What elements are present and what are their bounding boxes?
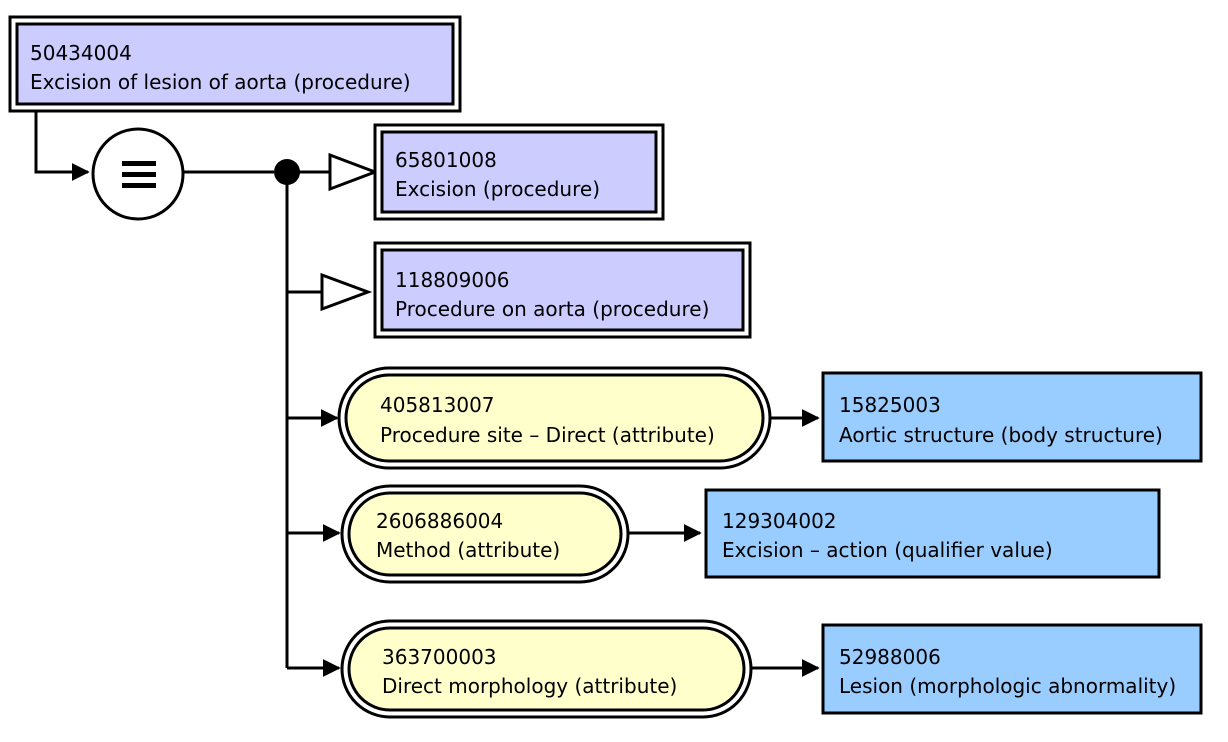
attribute-1-value-id: 15825003: [839, 393, 941, 417]
attribute-1-value-name: Aortic structure (body structure): [839, 423, 1163, 447]
focus-to-definition-arrow: [34, 108, 90, 181]
parent-concept-2-name: Procedure on aorta (procedure): [395, 297, 709, 321]
is-a-arrow-1-icon: [328, 152, 380, 192]
focus-concept[interactable]: 50434004 Excision of lesion of aorta (pr…: [8, 15, 462, 113]
focus-concept-id: 50434004: [30, 41, 132, 65]
attribute-3-value[interactable]: 52988006 Lesion (morphologic abnormality…: [821, 623, 1203, 715]
parent-concept-1-name: Excision (procedure): [395, 177, 600, 201]
attribute-2-name: Method (attribute): [376, 538, 560, 562]
attribute-3-name: Direct morphology (attribute): [382, 674, 677, 698]
attribute-3[interactable]: 363700003 Direct morphology (attribute): [340, 619, 753, 719]
parent-concept-1[interactable]: 65801008 Excision (procedure): [373, 123, 665, 221]
parent-concept-2-id: 118809006: [395, 268, 510, 292]
attribute-2[interactable]: 2606886004 Method (attribute): [340, 484, 630, 584]
attribute-1-name: Procedure site – Direct (attribute): [380, 423, 715, 447]
connectors: [34, 108, 820, 677]
attribute-2-value-name: Excision – action (qualifier value): [722, 538, 1053, 562]
definition-status-node: [91, 127, 185, 221]
focus-concept-name: Excision of lesion of aorta (procedure): [30, 70, 411, 94]
attribute-1-value[interactable]: 15825003 Aortic structure (body structur…: [821, 371, 1203, 463]
attribute-3-id: 363700003: [382, 645, 497, 669]
attribute-2-value[interactable]: 129304002 Excision – action (qualifier v…: [704, 488, 1161, 579]
attribute-1[interactable]: 405813007 Procedure site – Direct (attri…: [337, 366, 772, 470]
parent-concept-1-id: 65801008: [395, 148, 497, 172]
is-a-arrow-2-icon: [320, 272, 373, 312]
attribute-3-value-id: 52988006: [839, 645, 941, 669]
attribute-2-id: 2606886004: [376, 509, 503, 533]
attribute-3-value-name: Lesion (morphologic abnormality): [839, 674, 1176, 698]
attribute-2-value-id: 129304002: [722, 509, 837, 533]
equivalent-icon: [122, 161, 156, 188]
conjunction-dot: [274, 159, 300, 185]
parent-concept-2[interactable]: 118809006 Procedure on aorta (procedure): [373, 241, 752, 339]
attribute-1-id: 405813007: [380, 393, 495, 417]
